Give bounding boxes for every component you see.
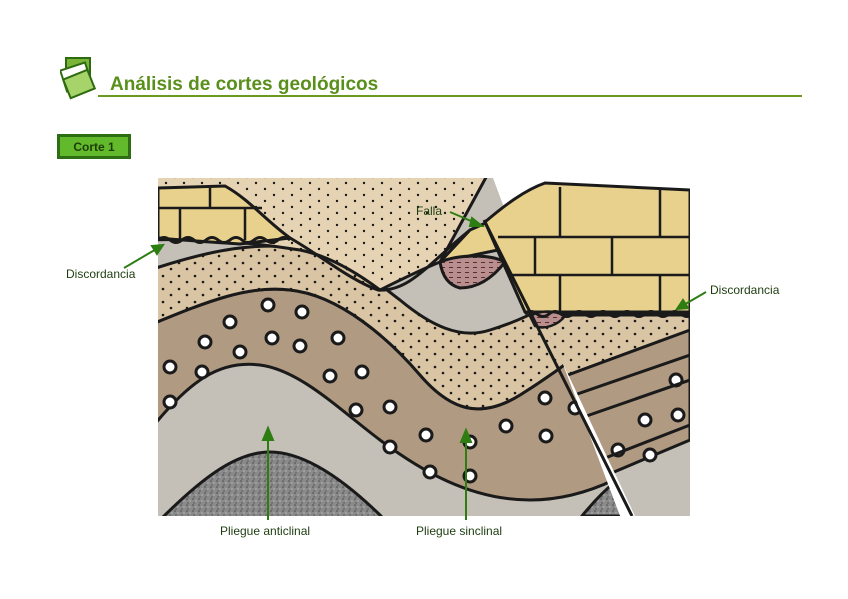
label-unconformity-left: Discordancia xyxy=(66,267,136,281)
label-syncline: Pliegue sinclinal xyxy=(416,524,502,538)
label-anticline: Pliegue anticlinal xyxy=(220,524,310,538)
label-fault: Falla xyxy=(416,204,442,218)
label-unconformity-right: Discordancia xyxy=(710,283,780,297)
